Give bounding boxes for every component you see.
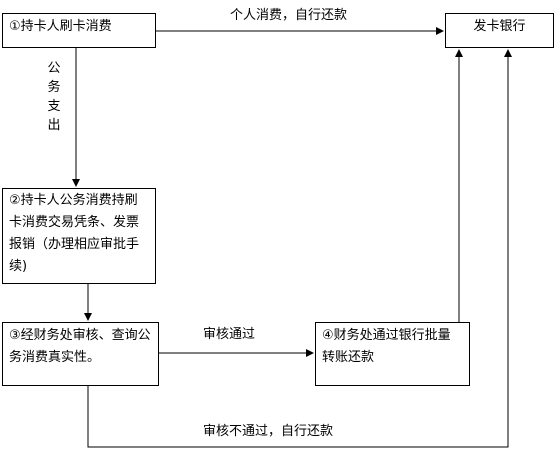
edge-label-official-4: 出: [47, 118, 61, 133]
node-reimbursement: ②持卡人公务消费持刷卡消费交易凭条、发票报销（办理相应审批手续): [2, 188, 156, 284]
node-reimbursement-label: ②持卡人公务消费持刷卡消费交易凭条、发票报销（办理相应审批手续): [9, 193, 140, 274]
edge-label-official-1: 公: [47, 61, 61, 76]
edge-label-official-2: 务: [47, 80, 61, 95]
node-finance-review-label: ③经财务处审核、查询公务消费真实性。: [9, 328, 151, 365]
node-cardholder-swipe-label: ①持卡人刷卡消费: [9, 19, 112, 34]
node-finance-review: ③经财务处审核、查询公务消费真实性。: [2, 322, 159, 386]
arrow-rejected-to-bank: [87, 49, 512, 448]
node-issuing-bank-label: 发卡银行: [473, 19, 526, 34]
edge-label-personal: 个人消费，自行还款: [230, 8, 348, 23]
node-bank-transfer: ④财务处通过银行批量转账还款: [315, 322, 470, 386]
edge-label-rejected: 审核不通过，自行还款: [203, 424, 334, 439]
node-bank-transfer-label: ④财务处通过银行批量转账还款: [322, 328, 451, 365]
node-issuing-bank: 发卡银行: [445, 13, 554, 48]
edge-label-official-3: 支: [47, 99, 61, 114]
node-cardholder-swipe: ①持卡人刷卡消费: [2, 13, 156, 48]
edge-label-approved: 审核通过: [203, 327, 256, 342]
